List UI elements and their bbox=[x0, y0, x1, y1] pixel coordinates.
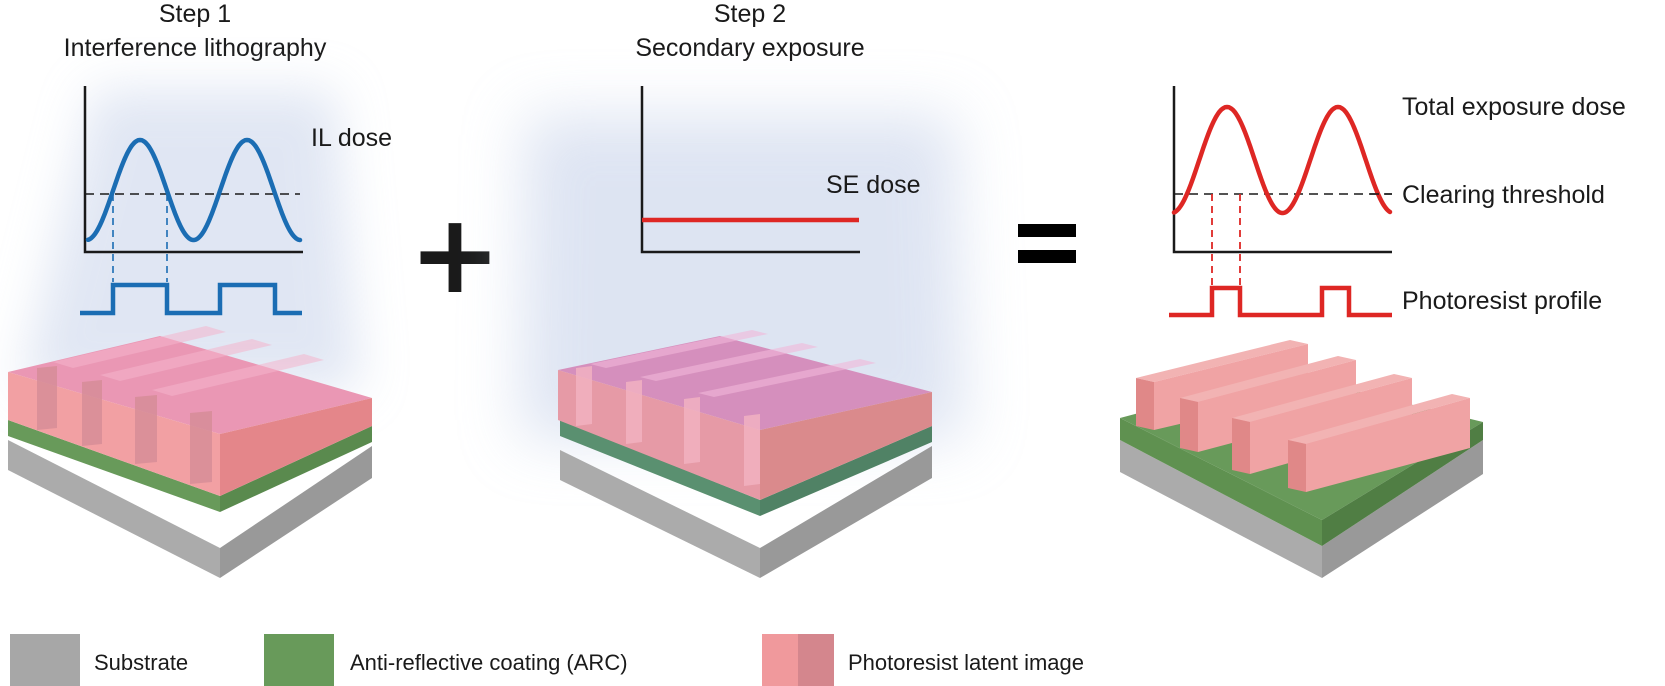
substrate bbox=[560, 450, 760, 578]
substrate bbox=[8, 440, 220, 578]
photoresist-profile-label: Photoresist profile bbox=[1402, 287, 1602, 315]
wafer-block-result bbox=[1120, 340, 1483, 578]
arc-layer bbox=[560, 420, 760, 516]
il-dose-label: IL dose bbox=[311, 124, 392, 152]
resist-wall bbox=[1288, 394, 1470, 492]
latent-stripe bbox=[53, 326, 226, 368]
arc-layer bbox=[1120, 418, 1322, 546]
latent-stripe bbox=[37, 366, 57, 430]
latent-stripe bbox=[576, 366, 592, 426]
legend-swatch-photoresist bbox=[762, 634, 798, 686]
substrate bbox=[220, 446, 372, 578]
photoresist-latent-image bbox=[558, 370, 760, 500]
il-binary-profile bbox=[80, 282, 302, 316]
photoresist-latent-image bbox=[558, 336, 932, 430]
step2-subtitle: Secondary exposure bbox=[635, 34, 864, 62]
legend-label-arc: Anti-reflective coating (ARC) bbox=[350, 650, 628, 675]
step1-subtitle: Interference lithography bbox=[64, 34, 327, 62]
plus-operator: + bbox=[409, 190, 501, 318]
panel-step1: IL dose bbox=[8, 86, 392, 578]
latent-stripe bbox=[744, 414, 760, 486]
substrate bbox=[760, 446, 932, 578]
legend-label-photoresist: Photoresist latent image bbox=[848, 650, 1084, 675]
equals-operator bbox=[1018, 224, 1076, 263]
se-dose-label: SE dose bbox=[826, 171, 921, 199]
latent-stripe bbox=[152, 354, 324, 396]
latent-stripe bbox=[626, 380, 642, 444]
legend-swatch-photoresist-shade bbox=[798, 634, 834, 686]
photoresist-latent-image bbox=[220, 398, 372, 496]
legend-swatch-arc bbox=[264, 634, 334, 686]
il-dose-plot bbox=[80, 86, 303, 316]
arc-layer bbox=[760, 426, 932, 516]
latent-stripe bbox=[698, 359, 876, 397]
legend-swatch-substrate bbox=[10, 634, 80, 686]
se-dose-plot bbox=[640, 86, 860, 254]
latent-stripe bbox=[190, 411, 212, 484]
total-dose-label: Total exposure dose bbox=[1402, 93, 1626, 121]
latent-stripe bbox=[684, 397, 700, 464]
panel-result: Total exposure dose Clearing threshold P… bbox=[1120, 86, 1626, 578]
substrate bbox=[1120, 440, 1322, 578]
equals-bar bbox=[1018, 224, 1076, 237]
legend-item-arc: Anti-reflective coating (ARC) bbox=[264, 634, 628, 686]
wafer-block-step2 bbox=[558, 330, 932, 578]
legend-item-substrate: Substrate bbox=[10, 634, 188, 686]
latent-stripe bbox=[135, 395, 157, 464]
panel-step2: SE dose bbox=[520, 86, 965, 578]
photoresist-profile-curve bbox=[1169, 285, 1392, 318]
step1-title: Step 1 bbox=[159, 0, 231, 28]
total-dose-curve bbox=[1171, 104, 1393, 216]
step2-title: Step 2 bbox=[714, 0, 786, 28]
equals-bar bbox=[1018, 250, 1076, 263]
legend-item-photoresist: Photoresist latent image bbox=[762, 634, 1084, 686]
total-dose-plot bbox=[1169, 86, 1393, 318]
wafer-block-step1 bbox=[8, 326, 372, 578]
arc-layer bbox=[220, 426, 372, 512]
legend: Substrate Anti-reflective coating (ARC) … bbox=[10, 634, 1084, 686]
legend-label-substrate: Substrate bbox=[94, 650, 188, 675]
latent-stripe bbox=[590, 330, 768, 368]
latent-stripe bbox=[82, 380, 102, 446]
photoresist-latent-image bbox=[8, 372, 220, 496]
il-plot-axes bbox=[83, 86, 303, 254]
latent-stripe bbox=[100, 339, 272, 381]
total-plot-axes bbox=[1172, 86, 1392, 254]
arc-layer bbox=[8, 420, 220, 512]
clearing-threshold-label: Clearing threshold bbox=[1402, 181, 1605, 209]
photoresist-latent-image bbox=[760, 392, 932, 500]
il-dose-curve bbox=[85, 137, 303, 243]
se-plot-axes bbox=[640, 86, 860, 254]
latent-stripe bbox=[640, 343, 818, 381]
substrate bbox=[1322, 440, 1483, 578]
